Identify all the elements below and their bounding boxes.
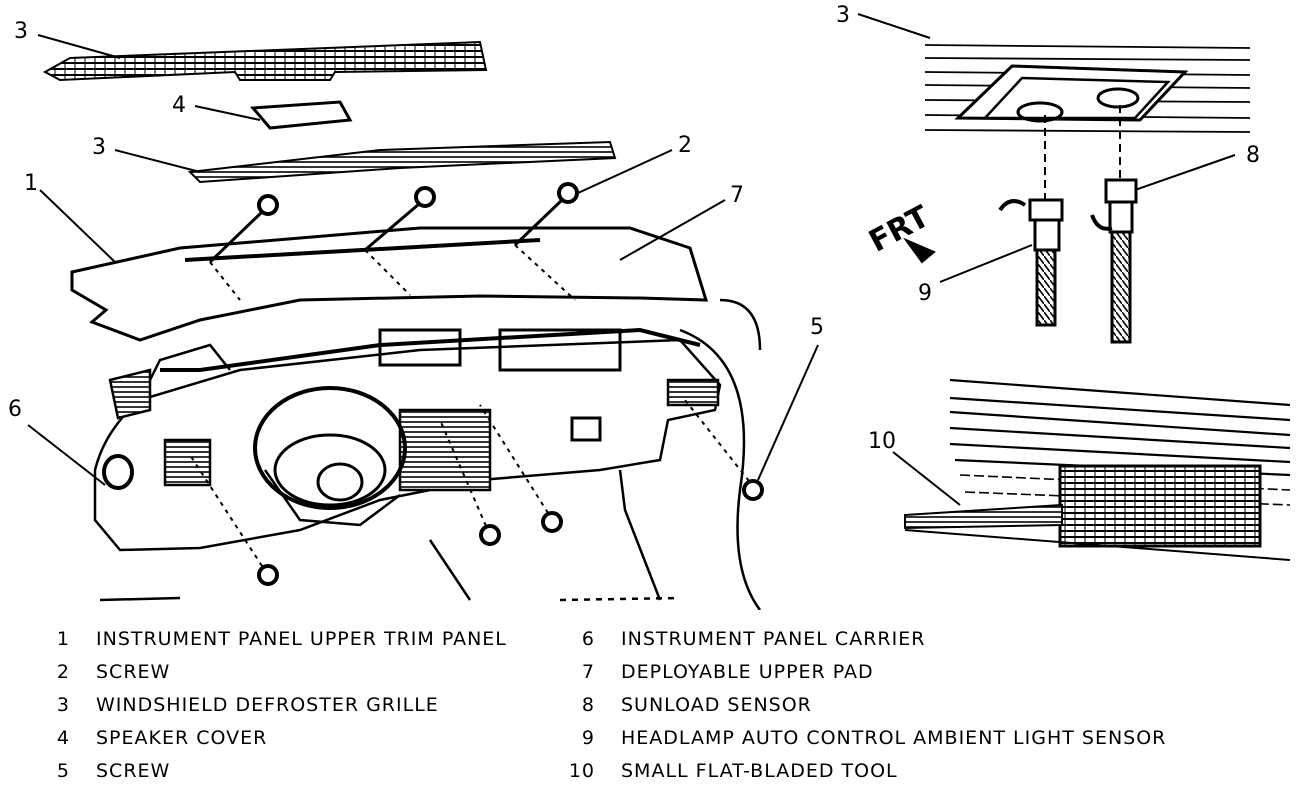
callout-10: 10 — [868, 429, 896, 454]
legend-number: 4 — [56, 727, 70, 749]
callout-5: 5 — [810, 315, 824, 340]
legend-number: 5 — [56, 760, 70, 782]
legend-text: SUNLOAD SENSOR — [621, 694, 812, 716]
speaker-cover — [249, 100, 353, 130]
screw — [439, 419, 501, 546]
instrument-panel-carrier — [93, 298, 762, 610]
screw-group — [208, 182, 579, 301]
legend-item: 9 HEADLAMP AUTO CONTROL AMBIENT LIGHT SEN… — [565, 727, 1166, 749]
defroster-grille-upper — [42, 40, 488, 82]
sensor-inset — [903, 44, 1251, 344]
legend-text: SCREW — [96, 661, 171, 683]
screw — [364, 186, 436, 296]
callout-7: 7 — [730, 183, 744, 208]
legend-item: 1 INSTRUMENT PANEL UPPER TRIM PANEL — [40, 628, 507, 650]
callout-8: 8 — [1246, 143, 1260, 168]
front-arrow-icon — [903, 237, 936, 264]
leader-line — [577, 149, 673, 194]
leader-line — [857, 13, 931, 39]
legend-number: 10 — [568, 760, 595, 782]
vent-grille — [1058, 464, 1262, 548]
leader-line — [939, 244, 1033, 283]
legend-text: SCREW — [96, 760, 171, 782]
legend-text: SPEAKER COVER — [96, 727, 268, 749]
upper-trim-panel — [70, 226, 709, 342]
legend-text: SMALL FLAT-BLADED TOOL — [621, 760, 898, 782]
legend-text: HEADLAMP AUTO CONTROL AMBIENT LIGHT SENS… — [621, 727, 1167, 749]
legend-item: 2 SCREW — [40, 661, 170, 683]
screw — [189, 454, 279, 586]
leader-line — [892, 451, 961, 506]
legend-number: 9 — [581, 727, 595, 749]
legend-text: DEPLOYABLE UPPER PAD — [621, 661, 874, 683]
legend-text: INSTRUMENT PANEL UPPER TRIM PANEL — [96, 628, 507, 650]
flat-bladed-tool — [904, 503, 1063, 530]
legend-item: 3 WINDSHIELD DEFROSTER GRILLE — [40, 694, 439, 716]
callout-3: 3 — [836, 3, 850, 28]
screw — [208, 194, 279, 301]
vent-inset — [904, 378, 1291, 561]
legend-item: 5 SCREW — [40, 760, 170, 782]
legend-text: INSTRUMENT PANEL CARRIER — [621, 628, 926, 650]
callout-4: 4 — [172, 93, 186, 118]
screw — [684, 399, 764, 501]
upper-trim-detail — [184, 238, 541, 262]
leader-line — [1134, 154, 1236, 191]
callout-1: 1 — [24, 171, 38, 196]
leader-line — [114, 149, 201, 173]
leader-line — [39, 189, 116, 263]
callout-3: 3 — [92, 135, 106, 160]
callout-3: 3 — [14, 19, 28, 44]
callout-2: 2 — [678, 133, 692, 158]
legend-item: 7 DEPLOYABLE UPPER PAD — [565, 661, 874, 683]
legend-number: 8 — [581, 694, 595, 716]
screw-group-lower — [189, 399, 764, 586]
screw — [513, 182, 579, 301]
legend-number: 2 — [56, 661, 70, 683]
callout-9: 9 — [918, 281, 932, 306]
legend-number: 1 — [56, 628, 70, 650]
legend-number: 7 — [581, 661, 595, 683]
exploded-diagram: 3 4 3 1 2 7 6 5 3 8 9 10 FRT — [8, 3, 1291, 610]
legend-number: 3 — [56, 694, 70, 716]
legend-text: WINDSHIELD DEFROSTER GRILLE — [96, 694, 439, 716]
screw — [479, 404, 563, 533]
ambient-light-sensor — [998, 198, 1064, 327]
leader-line — [757, 344, 819, 481]
legend-item: 4 SPEAKER COVER — [40, 727, 267, 749]
leader-line — [37, 34, 121, 59]
callout-6: 6 — [8, 397, 22, 422]
legend-item: 8 SUNLOAD SENSOR — [565, 694, 812, 716]
defroster-grille-lower — [187, 140, 617, 184]
sunload-sensor — [1090, 178, 1138, 344]
legend-item: 6 INSTRUMENT PANEL CARRIER — [565, 628, 925, 650]
leader-line — [27, 424, 106, 486]
legend-number: 6 — [581, 628, 595, 650]
legend-item: 10 SMALL FLAT-BLADED TOOL — [565, 760, 898, 782]
leader-line — [619, 199, 726, 261]
leader-line — [194, 105, 261, 121]
